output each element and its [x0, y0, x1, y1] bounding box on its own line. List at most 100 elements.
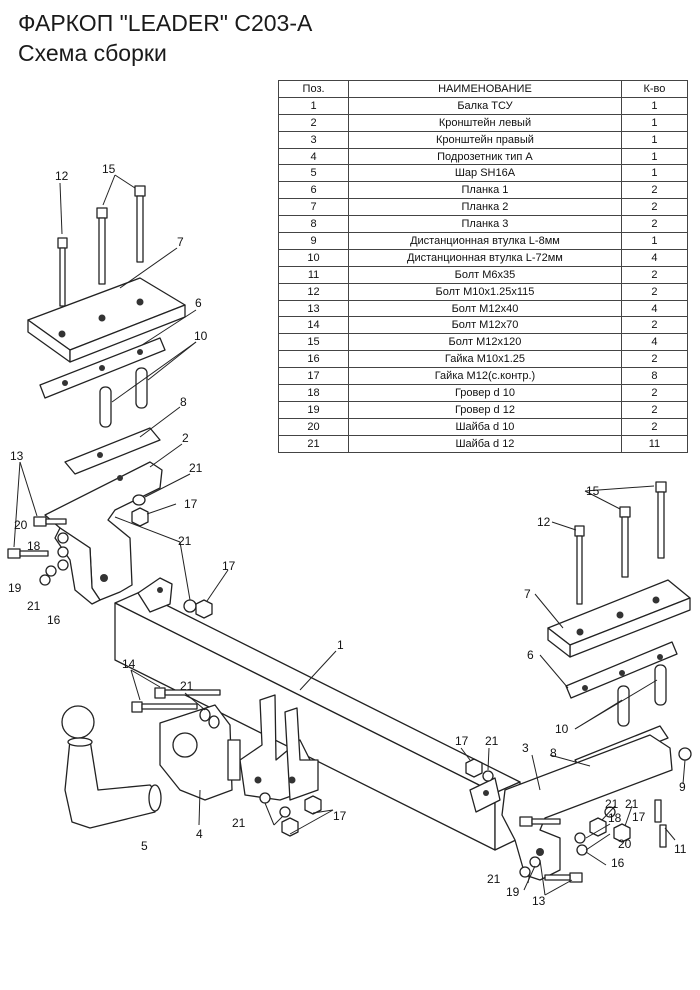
callout-21: 21	[178, 534, 192, 548]
plate-7-right-edge	[547, 627, 571, 658]
plate-6-hole	[99, 365, 105, 371]
mount-hole	[254, 776, 262, 784]
callout-labels: 12 15 7 6 10 8 2 21 17 21 17 13 20 18 19…	[8, 162, 687, 908]
bracket-2-left-wall	[54, 527, 101, 605]
plate-6-hole	[582, 685, 588, 691]
callout-1: 1	[337, 638, 344, 652]
column-header-name: НАИМЕНОВАНИЕ	[348, 80, 622, 98]
bolt-12-right	[574, 525, 585, 605]
bolt-11-a	[654, 799, 662, 823]
page-subtitle: Схема сборки	[18, 40, 167, 66]
washer-20-left	[57, 532, 69, 544]
callout-3: 3	[522, 741, 529, 755]
callout-17: 17	[184, 497, 198, 511]
bolt-13-left-a-shank	[19, 550, 49, 557]
plate-8-hole	[97, 452, 103, 458]
callout-21: 21	[180, 679, 194, 693]
bolt-13-left-a	[7, 548, 21, 559]
callout-10: 10	[555, 722, 569, 736]
socket-plate-tab	[227, 739, 241, 781]
washer-21-mid	[482, 770, 494, 782]
washer-21-under-a	[259, 792, 271, 804]
bolt-14-a	[131, 701, 143, 713]
bolt-13-left-b	[33, 516, 47, 527]
plate-6-hole	[657, 654, 663, 660]
bolt-13-right-b-shank	[544, 874, 571, 881]
callout-6: 6	[195, 296, 202, 310]
callout-20: 20	[14, 518, 28, 532]
nut-17-right	[589, 817, 607, 837]
callout-21: 21	[232, 816, 246, 830]
callout-14: 14	[122, 657, 136, 671]
nut-17-mid	[465, 758, 483, 778]
table-cell-name: Болт М12х120	[348, 333, 622, 352]
bolt-15-right-b	[655, 481, 667, 559]
callout-8: 8	[180, 395, 187, 409]
callout-20: 20	[618, 837, 632, 851]
callout-16: 16	[611, 856, 625, 870]
nut-17-left-top	[131, 507, 149, 527]
callout-17: 17	[632, 810, 646, 824]
table-cell-position: 1	[277, 96, 350, 115]
ball-arm-5	[64, 739, 161, 829]
callout-21: 21	[27, 599, 41, 613]
table-cell-quantity: 11	[620, 434, 689, 453]
left-bracket-group	[7, 185, 213, 619]
plate-7-hole	[616, 611, 624, 619]
callout-21: 21	[487, 872, 501, 886]
bracket-3-right	[501, 734, 673, 881]
callout-7: 7	[524, 587, 531, 601]
plate-7-hole	[576, 628, 584, 636]
main-beam-group	[114, 577, 521, 851]
mount-hole	[288, 776, 296, 784]
spacer-10-right-b	[654, 664, 667, 706]
nut-17-under-b	[304, 795, 322, 815]
callout-12: 12	[55, 169, 69, 183]
plate-6-right	[565, 641, 678, 699]
bolt-14-b-shank	[164, 689, 221, 696]
spacer-9	[678, 747, 692, 761]
bracket-3-hole	[536, 848, 544, 856]
spacer-10-right-a	[617, 685, 630, 727]
page-title: ФАРКОП "LEADER" С203-А	[18, 10, 313, 36]
plate-7-hole	[98, 314, 106, 322]
nut-17-left-mid	[195, 599, 213, 619]
bolt-13-left-b-shank	[45, 518, 67, 525]
callout-6: 6	[527, 648, 534, 662]
bolt-14-a-shank	[141, 703, 198, 710]
washer-21-ball	[199, 708, 211, 722]
tow-ball-5	[61, 705, 95, 739]
right-bracket-group	[501, 481, 692, 883]
callout-15: 15	[102, 162, 116, 176]
callout-16: 16	[47, 613, 61, 627]
spacer-10-left-b	[135, 367, 148, 409]
bolt-14-b	[154, 687, 166, 699]
callout-21: 21	[605, 797, 619, 811]
bolt-15-left-b	[134, 185, 146, 263]
plate-7-hole	[136, 298, 144, 306]
bracket-2-hole	[100, 574, 108, 582]
nut-17-right-b	[613, 823, 631, 843]
washer-21-left	[39, 574, 51, 586]
bolt-15-left-a	[96, 207, 108, 285]
beam-flange-hole	[483, 790, 489, 796]
grover-19-right	[529, 856, 541, 868]
callout-18: 18	[608, 811, 622, 825]
callout-5: 5	[141, 839, 148, 853]
bolt-15-right-a	[619, 506, 631, 578]
table-cell-position: 12	[277, 282, 350, 301]
callout-19: 19	[8, 581, 22, 595]
plate-8-left	[64, 427, 161, 475]
callout-21: 21	[625, 797, 639, 811]
plate-7-hole	[652, 596, 660, 604]
